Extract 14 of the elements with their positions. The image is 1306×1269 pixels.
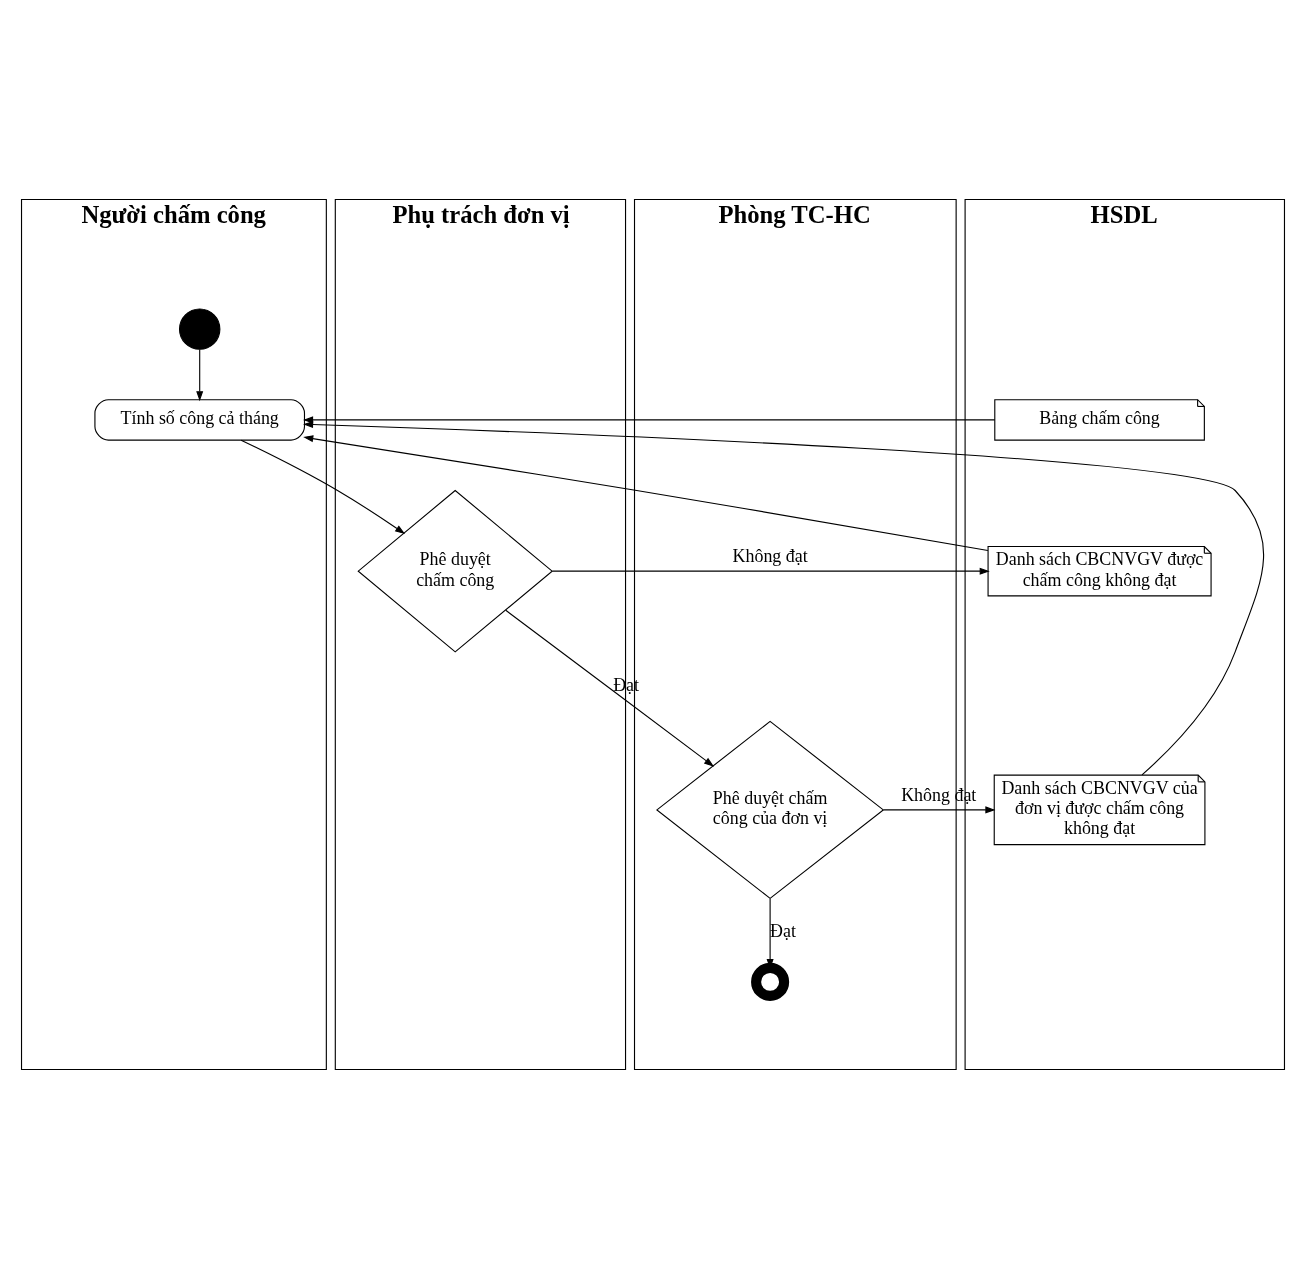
arrow: [303, 435, 989, 551]
arrow: [505, 609, 715, 767]
node-diamond: Phê duyệt chấm công của đơn vị: [656, 720, 885, 900]
node-box: Tính số công cả tháng: [94, 399, 306, 441]
arrow: [240, 439, 406, 535]
node-circle: [751, 962, 790, 1001]
node-circle: [178, 308, 221, 350]
arrow: [882, 806, 996, 814]
arrow: [551, 567, 990, 575]
arrow: [303, 420, 1265, 776]
node-diamond: Phê duyệt chấm công: [357, 489, 553, 653]
arrow: [303, 416, 996, 424]
arrow: [196, 348, 204, 402]
edge-label: Không đạt: [732, 545, 808, 566]
